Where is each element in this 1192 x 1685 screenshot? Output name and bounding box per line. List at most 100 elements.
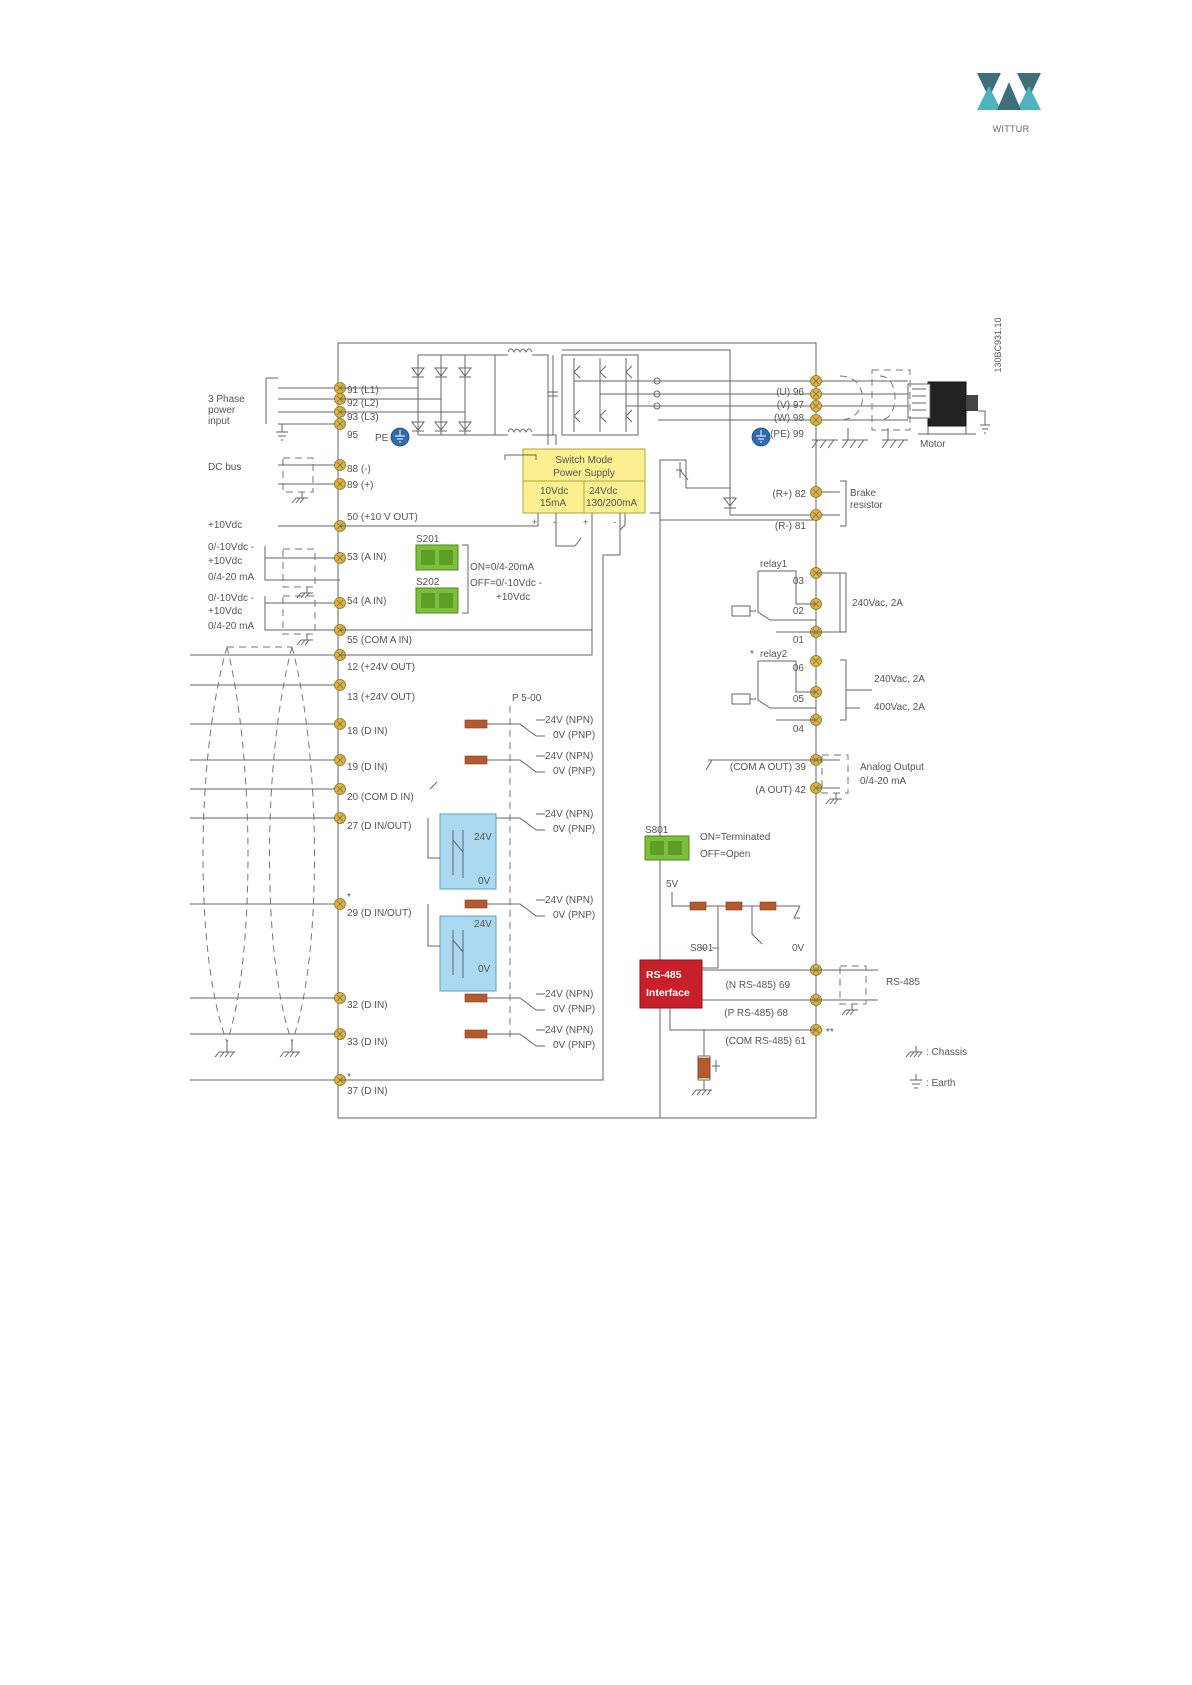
left-terminal-labels: 91 (L1) 92 (L2) 93 (L3) 95 88 (-) 89 (+)…: [347, 385, 418, 1097]
rs485-interface-label-2: Interface: [646, 987, 690, 999]
ain1-label-2: +10Vdc: [208, 556, 242, 567]
left-terminal-block: [334, 382, 346, 1086]
relay-2: * relay2 240Vac, 2A 400Vac, 2A: [731, 649, 925, 721]
rs485-interface-label-1: RS-485: [646, 969, 682, 981]
three-phase-label-3: input: [208, 416, 230, 427]
terminal-13-label: 13 (+24V OUT): [347, 692, 415, 703]
terminal-81-dot: [810, 509, 822, 521]
psu-title-2: Power Supply: [553, 468, 615, 479]
terminal-32-label: 32 (D IN): [347, 1000, 388, 1011]
rs485-interface-box: [639, 959, 703, 1009]
psu-pol-2: -: [553, 517, 556, 527]
switch-mode-off-2: +10Vdc: [496, 592, 530, 603]
s202-label: S202: [416, 577, 440, 588]
brake-label-2: resistor: [850, 500, 883, 511]
terminal-68-label: (P RS-485) 68: [724, 1008, 788, 1019]
opto-27-24v: 24V: [474, 832, 492, 843]
s201-label: S201: [416, 534, 440, 545]
switch-mode-on: ON=0/4-20mA: [470, 562, 535, 573]
pnp-label: 0V (PNP): [553, 1040, 595, 1051]
terminal-27-dot: [334, 812, 346, 824]
terminal-54-label: 54 (A IN): [347, 596, 386, 607]
npn-label: 24V (NPN): [545, 809, 593, 820]
opto-29: [439, 915, 497, 992]
terminal-53-label: 53 (A IN): [347, 552, 386, 563]
shielded-cable: [190, 646, 340, 1081]
three-phase-label-1: 3 Phase: [208, 394, 245, 405]
wittur-logo: WITTUR: [977, 73, 1041, 134]
terminal-33-dot: [334, 1028, 346, 1040]
left-source-labels: 3 Phase power input DC bus +10Vdc 0/-10V…: [208, 394, 254, 632]
analog-output: Analog Output 0/4-20 mA: [705, 754, 924, 805]
terminal-18-label: 18 (D IN): [347, 726, 388, 737]
terminal-06-label: 06: [793, 663, 805, 674]
terminal-82-label: (R+) 82: [772, 489, 806, 500]
terminal-89-label: 89 (+): [347, 480, 373, 491]
switch-mode-power-supply: Switch Mode Power Supply 10Vdc 15mA 24Vd…: [340, 448, 661, 1118]
dc-bus-label: DC bus: [208, 462, 241, 473]
s801-off-text: OFF=Open: [700, 849, 750, 860]
ain2-label-2: +10Vdc: [208, 606, 242, 617]
terminal-55-label: 55 (COM A IN): [347, 635, 412, 646]
terminal-27-label: 27 (D IN/OUT): [347, 821, 411, 832]
terminal-37-star: *: [347, 1072, 351, 1083]
terminal-81-label: (R-) 81: [775, 521, 807, 532]
terminal-61-label: (COM RS-485) 61: [725, 1036, 806, 1047]
rs485-5v-label: 5V: [666, 879, 679, 890]
terminal-91-label: 91 (L1): [347, 385, 379, 396]
opto-27: [439, 813, 497, 890]
motor: Motor: [811, 369, 990, 450]
pe-label: PE: [375, 433, 389, 444]
rs485-label: RS-485: [886, 977, 920, 988]
psu-out2-current: 130/200mA: [586, 498, 637, 509]
s801-label: S801: [645, 825, 669, 836]
terminal-12-label: 12 (+24V OUT): [347, 662, 415, 673]
psu-out1-current: 15mA: [540, 498, 566, 509]
terminal-50-label: 50 (+10 V OUT): [347, 512, 418, 523]
npn-label: 24V (NPN): [545, 715, 593, 726]
analog-output-label-2: 0/4-20 mA: [860, 776, 906, 787]
digital-input-row: 24V (NPN)0V (PNP): [464, 1025, 595, 1051]
p500-label: P 5-00: [512, 693, 542, 704]
digital-input-row: 24V (NPN)0V (PNP): [464, 751, 595, 777]
terminal-98-label: (W) 98: [774, 413, 804, 424]
psu-out2-voltage: 24Vdc: [589, 486, 617, 497]
right-terminal-labels: (U) 96 (V) 97 (W) 98 (PE) 99 (R+) 82 (R-…: [724, 387, 806, 1047]
terminal-20-label: 20 (COM D IN): [347, 792, 414, 803]
pnp-label: 0V (PNP): [553, 1004, 595, 1015]
terminal-18-dot: [334, 718, 346, 730]
pnp-label: 0V (PNP): [553, 910, 595, 921]
terminal-29-star: *: [347, 892, 351, 903]
digital-input-section: P 5-00 24V (NPN)0V (PNP)24V (NPN)0V (PNP…: [427, 693, 595, 1051]
terminal-19-label: 19 (D IN): [347, 762, 388, 773]
terminal-95-dot: [334, 418, 346, 430]
terminal-39-label: (COM A OUT) 39: [730, 762, 807, 773]
terminal-96-dot: [810, 375, 822, 387]
pe-99-icon: [751, 427, 771, 447]
terminal-97-dot: [810, 388, 822, 400]
pnp-label: 0V (PNP): [553, 824, 595, 835]
power-stage: [340, 348, 840, 521]
opto-27-0v: 0V: [478, 876, 491, 887]
relay2-label: relay2: [760, 649, 788, 660]
s801-on-text: ON=Terminated: [700, 832, 770, 843]
terminal-54-dot: [334, 597, 346, 609]
ain1-label-3: 0/4-20 mA: [208, 572, 254, 583]
terminal-06-dot: [810, 655, 822, 667]
opto-29-0v: 0V: [478, 964, 491, 975]
switch-s201-s202: S201 S202 ON=0/4-20mA OFF=0/-10Vdc - +10…: [415, 534, 542, 614]
terminal-98-dot: [810, 400, 822, 412]
npn-label: 24V (NPN): [545, 751, 593, 762]
terminal-33-label: 33 (D IN): [347, 1037, 388, 1048]
terminal-99-dot: [810, 414, 822, 426]
terminal-04-label: 04: [793, 724, 805, 735]
relay1-rating: 240Vac, 2A: [852, 598, 903, 609]
pnp-label: 0V (PNP): [553, 730, 595, 741]
npn-label: 24V (NPN): [545, 895, 593, 906]
rs485-0v-label: 0V: [792, 943, 805, 954]
legend: : Chassis : Earth: [905, 1046, 967, 1089]
relay2-rating-1: 240Vac, 2A: [874, 674, 925, 685]
psu-pol-4: -: [613, 517, 616, 527]
terminal-42-label: (A OUT) 42: [755, 785, 806, 796]
